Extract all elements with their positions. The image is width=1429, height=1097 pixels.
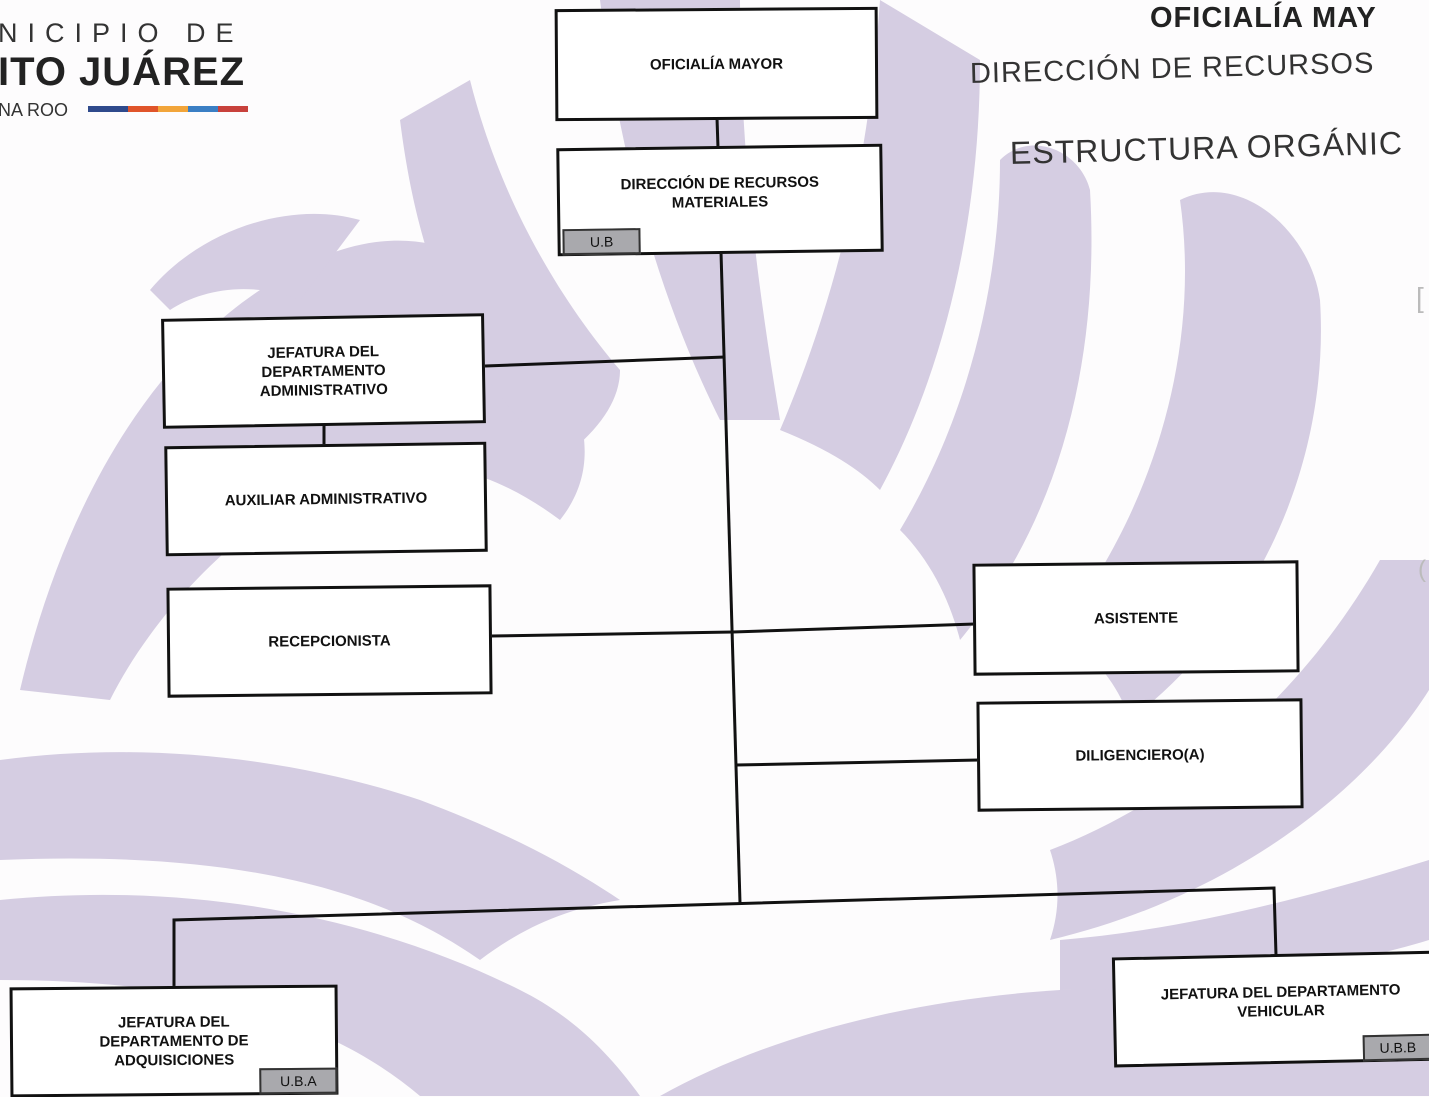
org-box-label: JEFATURA DEL DEPARTAMENTO DE ADQUISICION… (99, 1013, 249, 1070)
org-box-diligenciero: DILIGENCIERO(A) (976, 698, 1304, 812)
edge-mark: ( (1418, 556, 1426, 583)
logo-quintana-roo-text: NA ROO (0, 100, 69, 120)
org-box-label: JEFATURA DEL DEPARTAMENTO ADMINISTRATIVO (259, 342, 389, 400)
org-box-label: JEFATURA DEL DEPARTAMENTO VEHICULAR (1160, 981, 1401, 1021)
connector-main-trunk (719, 251, 742, 904)
org-box-recepcionista: RECEPCIONISTA (166, 584, 493, 698)
org-box-oficialia-mayor: OFICIALÍA MAYOR (554, 6, 879, 122)
connector-oficialia-direccion (715, 117, 720, 149)
connector-asistente (732, 622, 976, 634)
org-box-label: DIRECCIÓN DE RECURSOS MATERIALES (620, 173, 820, 212)
org-box-asistente: ASISTENTE (972, 560, 1300, 676)
org-box-label: AUXILIAR ADMINISTRATIVO (224, 489, 428, 509)
org-box-label: ASISTENTE (1093, 609, 1179, 627)
org-box-label: DILIGENCIERO(A) (1075, 745, 1205, 765)
connector-jef-admin (484, 355, 726, 368)
org-box-label: OFICIALÍA MAYOR (649, 55, 784, 73)
org-box-direccion-recursos-materiales: DIRECCIÓN DE RECURSOS MATERIALES U.B (556, 143, 884, 257)
unit-budget-tag: U.B (562, 228, 641, 256)
logo-color-stripe (88, 106, 248, 112)
connector-diligenciero (735, 758, 980, 767)
org-box-label: RECEPCIONISTA (268, 631, 391, 651)
unit-budget-tag: U.B.A (259, 1067, 338, 1095)
logo-municipio-text: NICIPIO DE (0, 18, 244, 48)
org-box-jefatura-adquisiciones: JEFATURA DEL DEPARTAMENTO DE ADQUISICION… (9, 984, 339, 1097)
connector-recepcionista (490, 630, 734, 638)
logo-benito-juarez-text: ITO JUÁREZ (0, 50, 246, 94)
org-box-jefatura-administrativo: JEFATURA DEL DEPARTAMENTO ADMINISTRATIVO (161, 313, 486, 429)
edge-mark: [ (1416, 282, 1424, 313)
org-box-jefatura-vehicular: JEFATURA DEL DEPARTAMENTO VEHICULAR U.B.… (1111, 950, 1429, 1068)
page-title: OFICIALÍA MAY (1150, 2, 1377, 34)
connector-bottom-branch (172, 886, 1278, 990)
org-box-auxiliar-administrativo: AUXILIAR ADMINISTRATIVO (164, 441, 488, 557)
unit-budget-tag: U.B.B (1362, 1033, 1429, 1062)
